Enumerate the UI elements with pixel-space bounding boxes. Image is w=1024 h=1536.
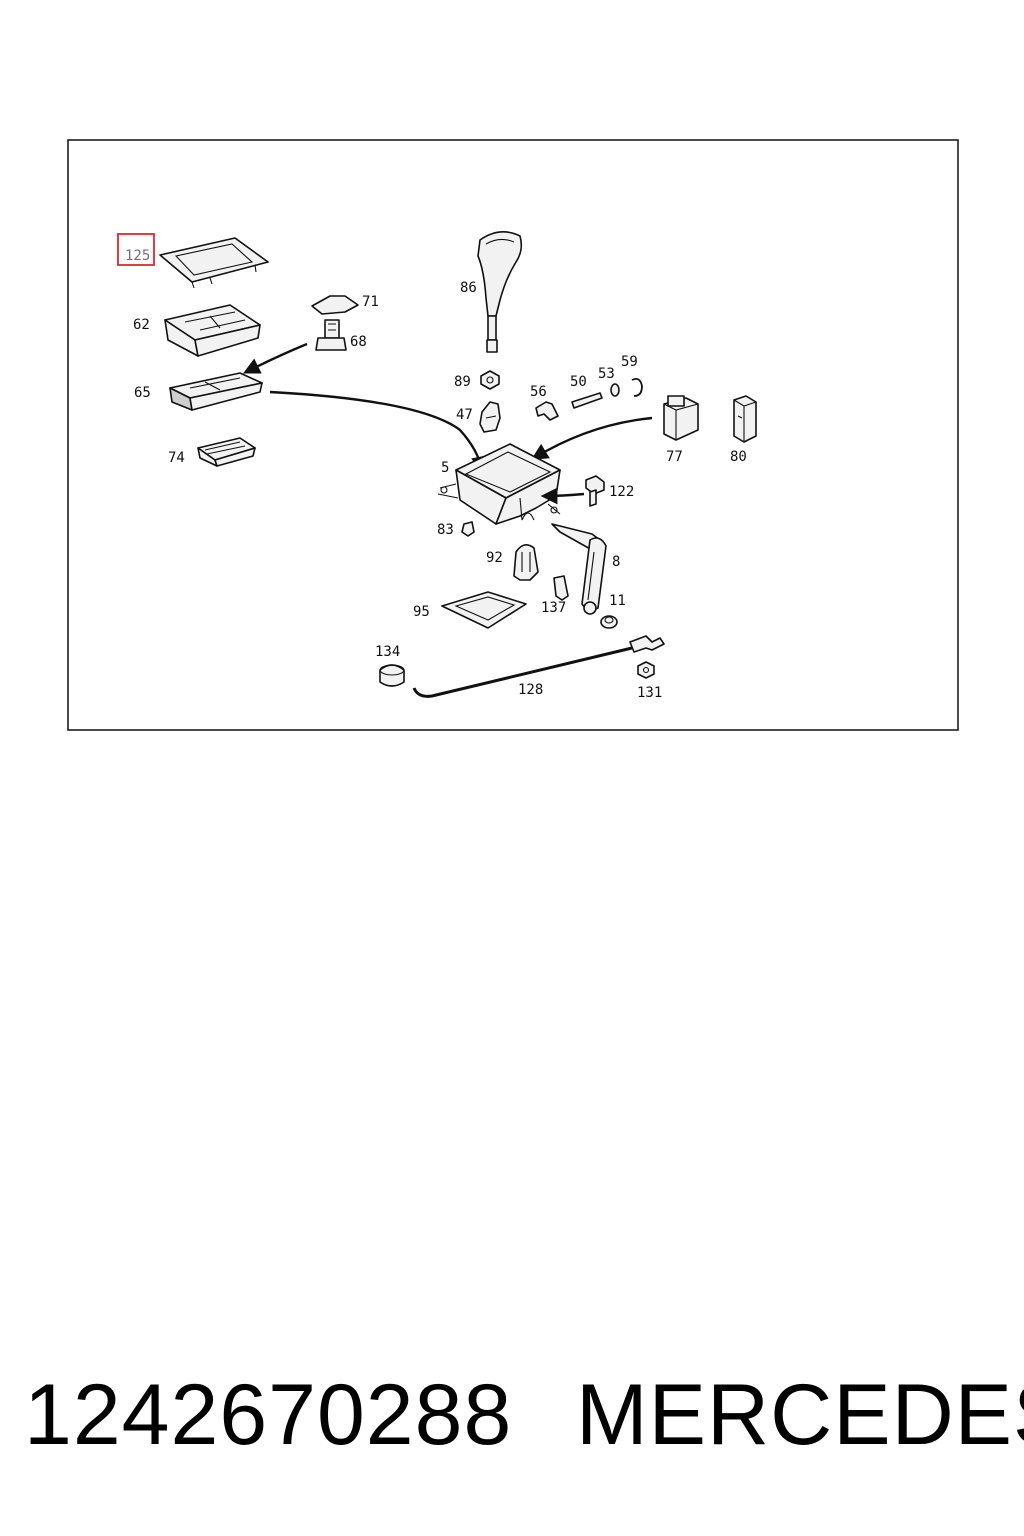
part-65-indicator-plate: [169, 372, 263, 411]
arrow-122-to-5: [540, 487, 585, 505]
label-65: 65: [134, 385, 151, 401]
label-11: 11: [609, 593, 626, 609]
label-68: 68: [350, 334, 367, 350]
part-83-clip: [461, 521, 475, 537]
part-134-rubber-mount: [379, 664, 405, 687]
label-47: 47: [456, 407, 473, 423]
brand-name: MERCEDES: [576, 1367, 1024, 1463]
part-89-nut: [480, 370, 500, 390]
label-83: 83: [437, 522, 454, 538]
label-59: 59: [621, 354, 638, 370]
part-128-shift-rod: [412, 635, 665, 698]
part-131-nut: [637, 661, 655, 679]
label-128: 128: [518, 682, 543, 698]
part-50-pin: [571, 392, 603, 409]
label-77: 77: [666, 449, 683, 465]
label-131: 131: [637, 685, 662, 701]
part-122-bolt: [585, 475, 605, 507]
part-74-bezel: [197, 437, 256, 467]
part-62-gate-cover: [164, 304, 261, 357]
part-137-clip: [553, 575, 569, 601]
label-122: 122: [609, 484, 634, 500]
part-5-shifter-housing: [437, 443, 561, 525]
label-5: 5: [441, 460, 449, 476]
part-86-shift-knob: [477, 231, 523, 353]
part-8-selector-lever: [551, 523, 607, 615]
label-62: 62: [133, 317, 150, 333]
label-74: 74: [168, 450, 185, 466]
part-number: 1242670288: [24, 1367, 513, 1463]
part-47-clip: [479, 401, 501, 433]
label-56: 56: [530, 384, 547, 400]
label-71: 71: [362, 294, 379, 310]
arrow-65-to-5: [269, 390, 488, 474]
label-92: 92: [486, 550, 503, 566]
label-95: 95: [413, 604, 430, 620]
part-68-switch: [315, 319, 347, 351]
parts-exploded-diagram: 125 62 65 74 71 68: [67, 139, 959, 731]
part-80-module: [733, 395, 757, 443]
part-56-bracket: [535, 401, 559, 421]
label-134: 134: [375, 644, 400, 660]
label-125: 125: [125, 248, 150, 264]
label-50: 50: [570, 374, 587, 390]
part-11-bushing: [600, 615, 618, 629]
arrow-77-to-5: [531, 416, 653, 460]
part-77-solenoid: [663, 395, 699, 441]
label-89: 89: [454, 374, 471, 390]
part-59-circlip: [631, 377, 643, 397]
part-95-gasket: [441, 591, 527, 629]
arrow-68-to-65: [242, 342, 308, 374]
highlight-box: [117, 233, 155, 266]
label-8: 8: [612, 554, 620, 570]
label-137: 137: [541, 600, 566, 616]
label-53: 53: [598, 366, 615, 382]
label-86: 86: [460, 280, 477, 296]
part-71-button-cap: [311, 295, 359, 315]
label-80: 80: [730, 449, 747, 465]
part-53-washer: [610, 383, 620, 397]
part-125-trim-frame[interactable]: [159, 237, 269, 289]
part-92-guide: [513, 544, 539, 581]
caption: 1242670288 MERCEDES: [0, 1360, 1024, 1470]
diagram-frame: [67, 139, 959, 731]
